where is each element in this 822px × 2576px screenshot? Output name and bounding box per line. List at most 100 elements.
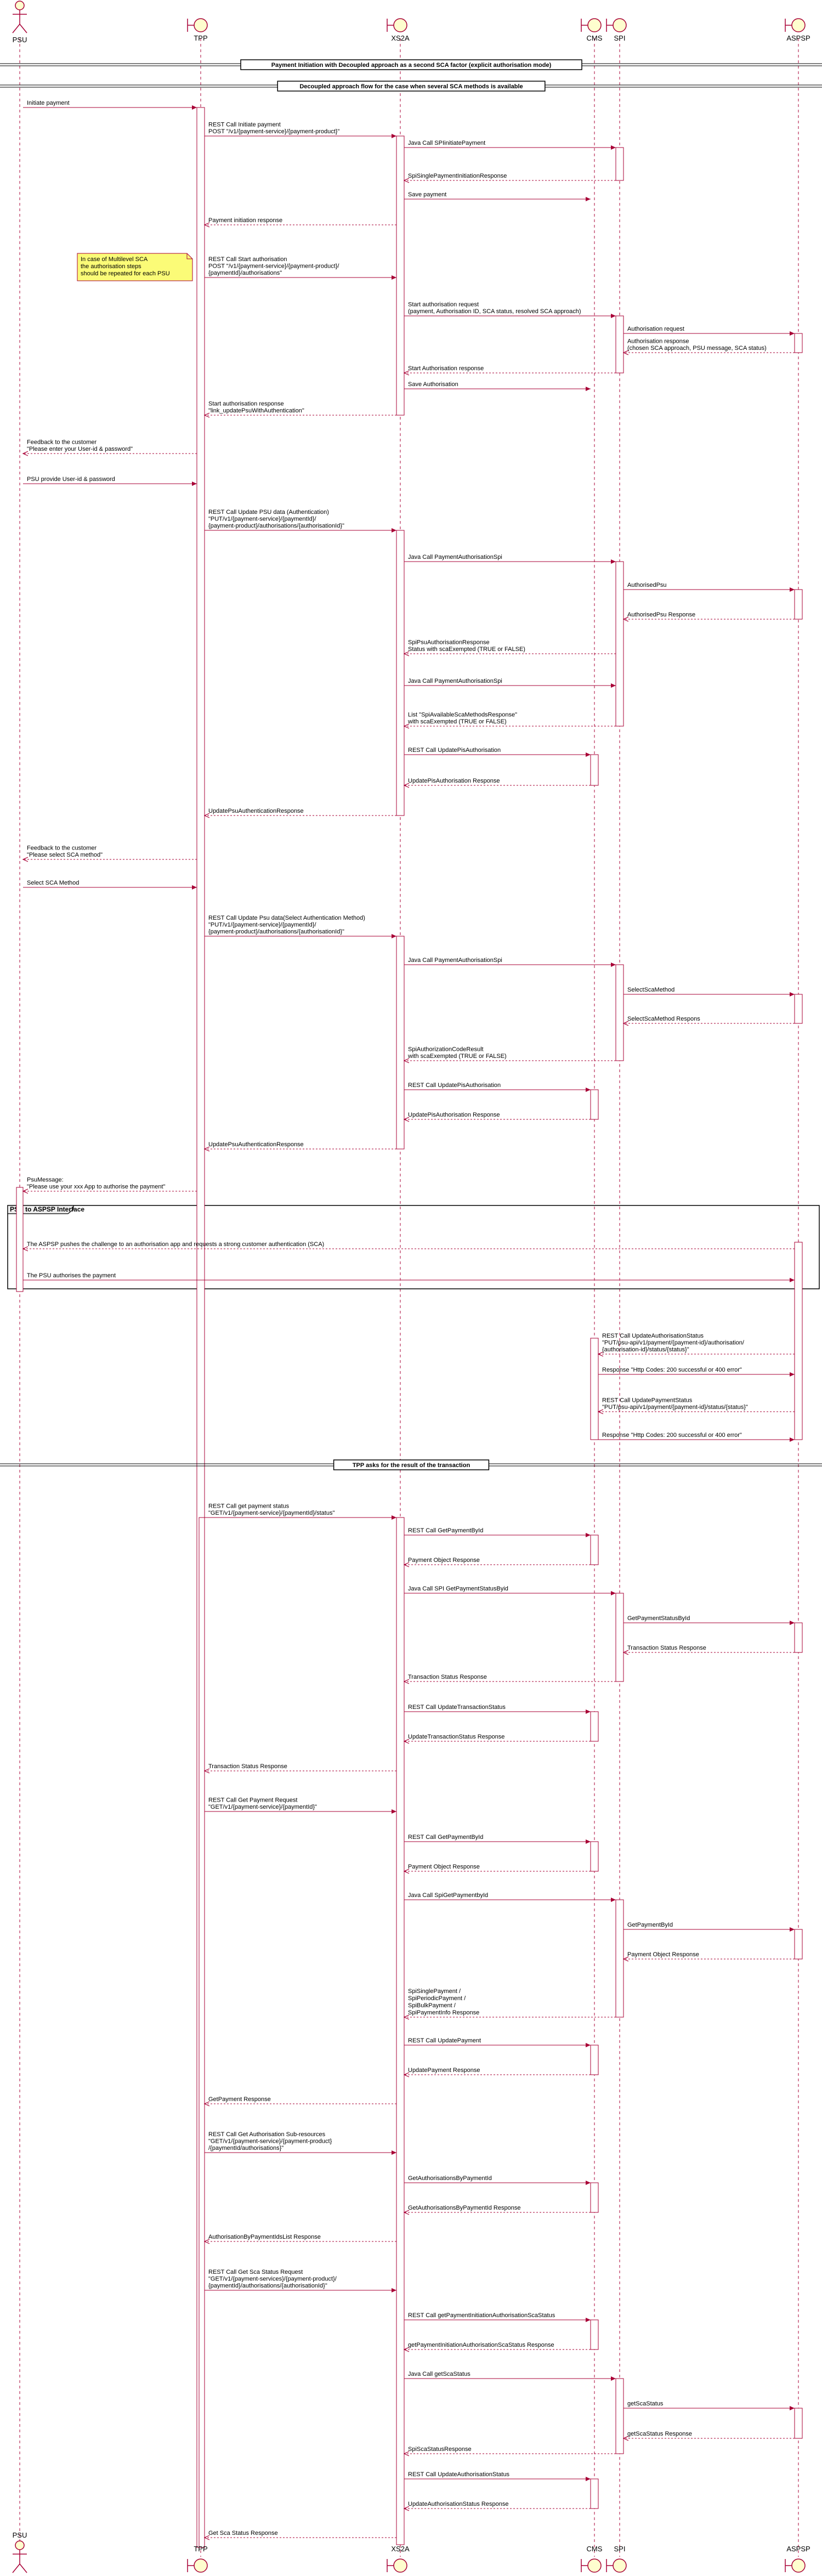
activation-bar [794,1622,803,1653]
message: Authorisation response(chosen SCA approa… [623,338,795,353]
message: Feedback to the customer"Please enter yo… [23,439,197,454]
actor-head-icon [15,1,25,10]
participant-label: TPP [194,2545,207,2553]
activation-bar [615,1593,624,1682]
message: REST Call UpdatePisAuthorisation [404,747,591,757]
message: Start Authorisation response [404,365,616,373]
message-label: REST Call Update Psu data(Select Authent… [208,915,365,921]
separator-box [333,1459,490,1470]
message: REST Call UpdateAuthorisationStatus"PUT/… [598,1333,795,1354]
message: UpdatePisAuthorisation Response [404,1112,591,1119]
message-label: REST Call Get Authorisation Sub-resource… [208,2131,326,2138]
message: Authorisation request [623,326,795,336]
section-label: Payment Initiation with Decoupled approa… [271,62,552,69]
message: REST Call UpdateTransactionStatus [404,1704,591,1714]
activation-bar [590,1338,599,1440]
message-label: Start Authorisation response [408,365,484,372]
message: The PSU authorises the payment [23,1272,795,1282]
message: Select SCA Method [23,880,197,890]
section-label: TPP asks for the result of the transacti… [353,1462,470,1469]
participant-spi-top: SPI [606,18,627,42]
message: AuthorisedPsu Response [623,612,795,619]
participant-label: XS2A [391,34,410,42]
message-label: GetAuthorisationsByPaymentId [408,2175,492,2182]
section-separator: TPP asks for the result of the transacti… [0,1459,822,1470]
message: UpdateAuthorisationStatus Response [404,2501,591,2509]
message-label: Status with scaExempted (TRUE or FALSE) [408,646,525,653]
message: Transaction Status Response [404,1674,616,1682]
activation-bar [615,1899,624,2018]
message: Payment Object Response [623,1951,795,1959]
message: Payment initiation response [205,217,396,225]
message-label: REST Call GetPaymentById [408,1834,483,1841]
message-label: Response "Http Codes: 200 successful or … [602,1432,742,1439]
activation-bar [590,1535,599,1565]
message-label: Java Call SPIinitiatePayment [408,140,485,146]
activation-bar [615,147,624,181]
message-label: Transaction Status Response [408,1674,487,1680]
message-label: (payment, Authorisation ID, SCA status, … [408,308,581,315]
message: Payment Object Response [404,1557,591,1565]
boundary-icon [194,2558,208,2573]
participant-label: PSU [13,2531,27,2539]
message-label: Initiate payment [27,100,70,106]
message: Java Call SPI GetPaymentStatusByid [404,1586,616,1595]
message: SpiScaStatusResponse [404,2446,616,2454]
activation-bar [615,964,624,1061]
message-label: UpdatePsuAuthenticationResponse [208,808,304,814]
message-label: Java Call getScaStatus [408,2371,470,2377]
message-label: UpdatePisAuthorisation Response [408,778,500,784]
message-label: REST Call UpdatePisAuthorisation [408,747,501,754]
message: UpdatePayment Response [404,2067,591,2075]
message-label: SpiPsuAuthorisationResponse [408,639,490,646]
message-label: with scaExempted (TRUE or FALSE) [407,718,507,725]
participant-psu-top: PSU [12,1,27,44]
message: AuthorisationByPaymentIdsList Response [205,2234,396,2241]
activation-bars [16,107,803,2548]
message-label: PSU provide User-id & password [27,476,115,483]
message: REST Call UpdatePayment [404,2037,591,2047]
activation-bar [794,1929,803,1960]
message-label: "GET/v1/{payment-service}/{payment-produ… [208,2138,332,2145]
message-label: "Please select SCA method" [27,852,103,858]
message-label: getPaymentInitiationAuthorisationScaStat… [408,2342,554,2348]
message-label: {paymentId}/authorisations/{authorisatio… [208,2283,327,2289]
message-label: Java Call PaymentAuthorisationSpi [408,678,502,684]
participant-cms-top: CMS [581,18,603,42]
actor-leg-right [19,24,27,33]
participant-xs2a-top: XS2A [387,18,410,42]
message: GetAuthorisationsByPaymentId Response [404,2205,591,2212]
participant-label: TPP [194,34,207,42]
note-line: should be repeated for each PSU [81,270,170,277]
message-label: Payment Object Response [627,1951,699,1958]
message-label: REST Call get payment status [208,1503,290,1510]
message-label: PsuMessage: [27,1177,64,1184]
message: Save payment [404,191,591,201]
message-label: Start authorisation response [208,401,284,407]
message: Start authorisation request(payment, Aut… [404,302,616,318]
activation-bar [590,1841,599,1872]
message-label: Feedback to the customer [27,845,97,852]
message: REST Call UpdatePisAuthorisation [404,1082,591,1092]
message: GetPayment Response [205,2096,396,2104]
message-label: SpiPaymentInfo Response [408,2009,479,2016]
message-label: SpiSinglePayment / [408,1988,461,1995]
message-label: Get Sca Status Response [208,2530,278,2537]
message-label: "PUT/v1/{payment-service}/{paymentId}/ [208,922,316,929]
participant-tpp-bottom: TPP [187,2545,208,2573]
message-label: Java Call PaymentAuthorisationSpi [408,554,502,561]
boundary-icon [587,2558,602,2573]
message-label: GetAuthorisationsByPaymentId Response [408,2205,520,2211]
activation-bar [794,589,803,620]
note-line: In case of Multilevel SCA [81,256,148,263]
message: PSU provide User-id & password [23,476,197,486]
message-label: (chosen SCA approach, PSU message, SCA s… [627,345,767,352]
message: Feedback to the customer"Please select S… [23,845,197,860]
message-label: UpdatePisAuthorisation Response [408,1112,500,1118]
participant-xs2a-bottom: XS2A [387,2545,410,2573]
message: REST Call UpdatePaymentStatus"PUT/psu-ap… [598,1397,795,1412]
actor-head-icon [15,2540,25,2550]
